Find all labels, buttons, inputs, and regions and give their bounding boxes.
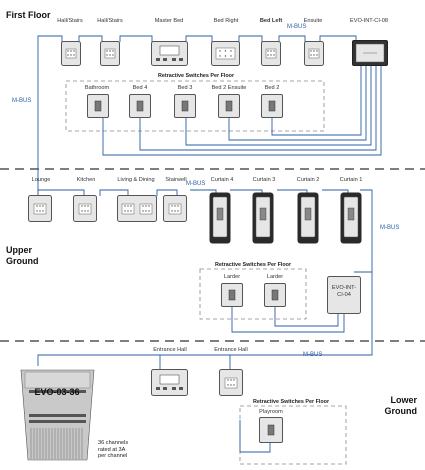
keypad-icon [73, 195, 97, 222]
device-label: Living & Dining [117, 177, 155, 183]
retractive-switch-icon [218, 94, 240, 118]
device-label: Stairwell [165, 177, 187, 183]
device-label: Curtain 4 [210, 177, 234, 183]
wire-playroom [239, 420, 271, 453]
keypad-icon [61, 41, 81, 66]
retractive-group-title: Retractive Switches Per Floor [157, 73, 235, 79]
device-label: Curtain 2 [296, 177, 320, 183]
retractive-group-title: Retractive Switches Per Floor [214, 262, 292, 268]
retractive-group-title: Retractive Switches Per Floor [252, 399, 330, 405]
controller-label: EVO-03-36 [34, 387, 80, 397]
switch-label: Bed 4 [132, 85, 148, 91]
keypad-icon [100, 41, 120, 66]
retractive-switch-icon [259, 417, 283, 443]
controller-note: 36 channels rated at 3A per channel [98, 440, 129, 460]
wire-bathroom [102, 62, 382, 156]
interface-module-icon [352, 40, 388, 66]
keypad-icon [28, 195, 52, 222]
device-label: Kitchen [76, 177, 96, 183]
curtain-module-icon [209, 192, 231, 244]
interface-module-icon [327, 276, 361, 314]
retractive-group-lower [239, 405, 347, 465]
device-label: Lounge [31, 177, 51, 183]
retractive-group-upper [199, 268, 307, 320]
bus-upper-ground [37, 189, 373, 273]
wire-bed4 [139, 62, 377, 151]
keypad-icon [211, 41, 240, 66]
retractive-group-first [65, 80, 325, 132]
switch-label: Bed 2 [264, 85, 280, 91]
keypad-icon [219, 369, 243, 396]
bus-label: M-BUS [380, 225, 400, 231]
bus-label: M-BUS [287, 24, 307, 30]
retractive-switch-icon [264, 283, 286, 307]
bus-label: M-BUS [12, 98, 32, 104]
wire-bed3 [185, 62, 372, 146]
device-label: Hall/Stairs [57, 18, 83, 24]
device-label: Bed Left [259, 18, 283, 24]
dimmer-controller-icon [20, 369, 95, 461]
retractive-switch-icon [87, 94, 109, 118]
device-label: Bed Right [213, 18, 239, 24]
retractive-switch-icon [221, 283, 243, 307]
switch-label: Bathroom [84, 85, 110, 91]
device-label: Entrance Hall [153, 347, 187, 353]
device-label: EVO-INT-CI-08 [350, 18, 388, 24]
touchscreen-keypad-icon [151, 41, 188, 66]
wire-larder-1 [231, 306, 345, 333]
retractive-switch-icon [261, 94, 283, 118]
switch-label: Playroom [259, 409, 283, 415]
device-label: Curtain 1 [339, 177, 363, 183]
switch-label: Larder [223, 274, 241, 280]
wire-larder-2 [274, 306, 339, 327]
device-label: Ensuite [303, 18, 323, 24]
switch-label: Bed 3 [177, 85, 193, 91]
floor-label-first: First Floor [6, 10, 51, 20]
bus-label: M-BUS [303, 352, 323, 358]
switch-label: Larder [266, 274, 284, 280]
keypad-icon [261, 41, 281, 66]
bus-first-floor [37, 35, 357, 196]
bus-lower-ground [37, 272, 373, 370]
touchscreen-keypad-icon [151, 369, 188, 396]
device-label: Curtain 3 [252, 177, 276, 183]
curtain-module-icon [297, 192, 319, 244]
device-label: Entrance Hall [214, 347, 248, 353]
switch-label: Bed 2 Ensuite [211, 85, 247, 91]
keypad-icon [304, 41, 324, 66]
interface-label: EVO-INT- CI-04 [331, 285, 357, 298]
wire-bed2 [271, 62, 362, 136]
keypad-icon [163, 195, 187, 222]
device-label: Hall/Stairs [97, 18, 123, 24]
retractive-switch-icon [129, 94, 151, 118]
bus-label: M-BUS [186, 181, 206, 187]
double-keypad-icon [117, 195, 157, 222]
device-label: Master Bed [154, 18, 184, 24]
retractive-switch-icon [174, 94, 196, 118]
floor-label-lower: Lower Ground [384, 395, 418, 416]
curtain-module-icon [252, 192, 274, 244]
wire-bed2ens [228, 62, 367, 141]
curtain-module-icon [340, 192, 362, 244]
floor-label-upper: Upper Ground [6, 245, 39, 266]
